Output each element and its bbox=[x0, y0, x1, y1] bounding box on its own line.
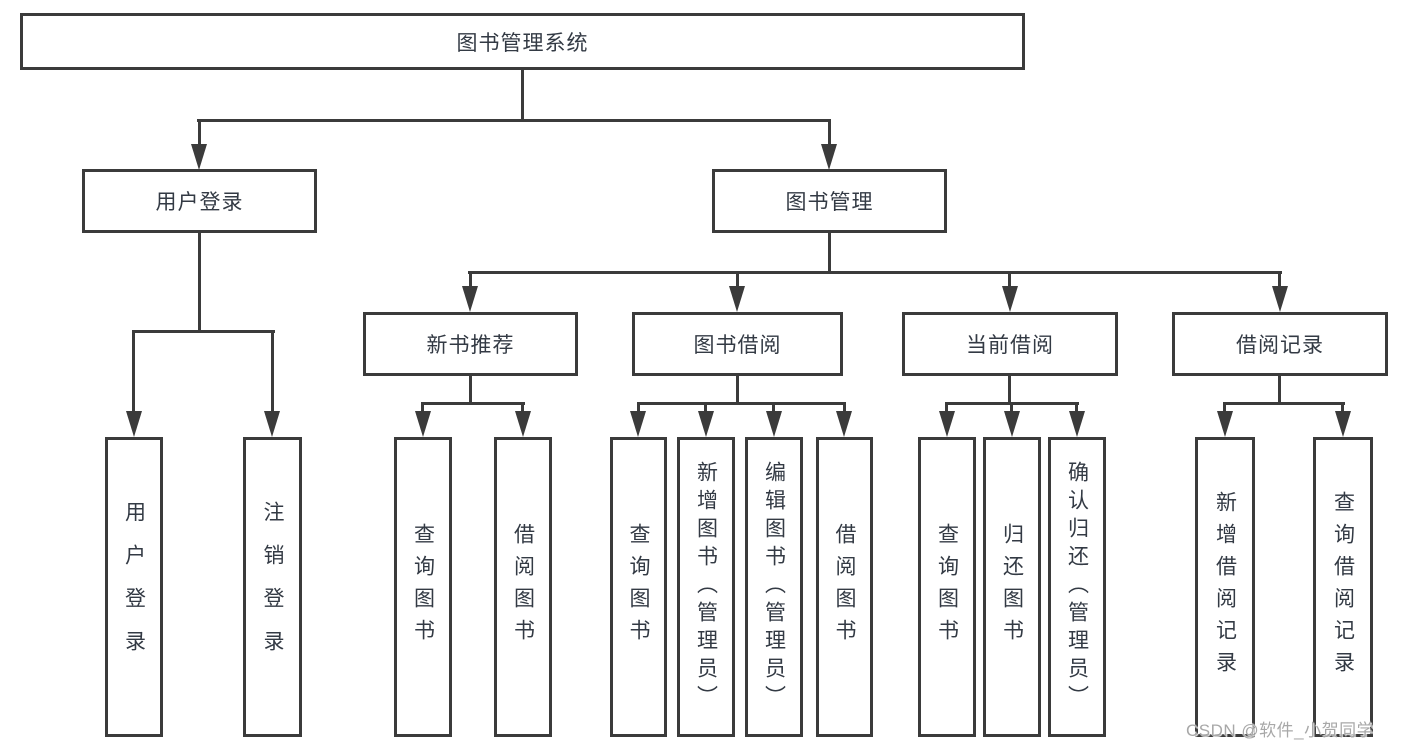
connector-root-distributor bbox=[197, 119, 831, 122]
connector-branch bbox=[521, 402, 524, 413]
connector-book-management-stub bbox=[828, 233, 831, 273]
connector-borrow-records-distributor bbox=[1224, 402, 1345, 405]
arrow-down-icon bbox=[1217, 411, 1233, 437]
connector-branch-book-borrow bbox=[736, 271, 739, 287]
connector-branch bbox=[637, 402, 640, 413]
leaf-confirm-return-admin: 确认归还（管理员） bbox=[1048, 437, 1106, 737]
connector-branch-leaf-logout bbox=[271, 330, 274, 412]
arrow-down-icon bbox=[939, 411, 955, 437]
connector-user-login-distributor bbox=[132, 330, 275, 333]
arrow-down-icon bbox=[191, 144, 207, 170]
arrow-down-icon bbox=[1272, 286, 1288, 312]
arrow-down-icon bbox=[1335, 411, 1351, 437]
connector-branch bbox=[1010, 402, 1013, 413]
connector-branch-current-borrow bbox=[1008, 271, 1011, 287]
arrow-down-icon bbox=[1004, 411, 1020, 437]
leaf-add-book-admin: 新增图书（管理员） bbox=[677, 437, 735, 737]
connector-borrow-records-stub bbox=[1278, 376, 1281, 404]
arrow-down-icon bbox=[1002, 286, 1018, 312]
connector-branch bbox=[704, 402, 707, 413]
connector-user-login-stub bbox=[198, 233, 201, 333]
connector-branch-book-management bbox=[828, 119, 831, 146]
connector-branch bbox=[1341, 402, 1344, 413]
connector-root-stub bbox=[521, 70, 524, 121]
arrow-down-icon bbox=[698, 411, 714, 437]
leaf-logout: 注销登录 bbox=[243, 437, 302, 737]
leaf-user-login: 用户登录 bbox=[105, 437, 163, 737]
arrow-down-icon bbox=[264, 411, 280, 437]
leaf-edit-book-admin: 编辑图书（管理员） bbox=[745, 437, 803, 737]
connector-branch-user-login bbox=[198, 119, 201, 146]
arrow-down-icon bbox=[1069, 411, 1085, 437]
arrow-down-icon bbox=[126, 411, 142, 437]
leaf-query-books-recommend: 查询图书 bbox=[394, 437, 452, 737]
leaf-query-books-borrow: 查询图书 bbox=[610, 437, 667, 737]
connector-branch-new-book bbox=[469, 271, 472, 287]
arrow-down-icon bbox=[729, 286, 745, 312]
node-borrow-records: 借阅记录 bbox=[1172, 312, 1388, 376]
connector-branch bbox=[1223, 402, 1226, 413]
node-new-book-recommend: 新书推荐 bbox=[363, 312, 578, 376]
node-root: 图书管理系统 bbox=[20, 13, 1025, 70]
connector-book-borrow-distributor bbox=[637, 402, 846, 405]
node-book-borrow: 图书借阅 bbox=[632, 312, 843, 376]
arrow-down-icon bbox=[821, 144, 837, 170]
arrow-down-icon bbox=[766, 411, 782, 437]
connector-branch bbox=[843, 402, 846, 413]
arrow-down-icon bbox=[836, 411, 852, 437]
connector-book-management-distributor bbox=[468, 271, 1282, 274]
connector-branch-borrow-records bbox=[1278, 271, 1281, 287]
connector-branch bbox=[945, 402, 948, 413]
node-book-management: 图书管理 bbox=[712, 169, 947, 233]
leaf-borrow-books-recommend: 借阅图书 bbox=[494, 437, 552, 737]
watermark: CSDN @软件_小贺同学 bbox=[1186, 721, 1375, 740]
arrow-down-icon bbox=[415, 411, 431, 437]
arrow-down-icon bbox=[462, 286, 478, 312]
connector-book-borrow-stub bbox=[736, 376, 739, 404]
connector-new-book-stub bbox=[469, 376, 472, 404]
connector-current-borrow-stub bbox=[1008, 376, 1011, 404]
connector-branch bbox=[1075, 402, 1078, 413]
leaf-return-book: 归还图书 bbox=[983, 437, 1041, 737]
leaf-query-books-current: 查询图书 bbox=[918, 437, 976, 737]
arrow-down-icon bbox=[515, 411, 531, 437]
arrow-down-icon bbox=[630, 411, 646, 437]
leaf-query-borrow-record: 查询借阅记录 bbox=[1313, 437, 1373, 737]
node-user-login-group: 用户登录 bbox=[82, 169, 317, 233]
connector-branch-leaf-user-login bbox=[132, 330, 135, 412]
leaf-add-borrow-record: 新增借阅记录 bbox=[1195, 437, 1255, 737]
connector-branch bbox=[421, 402, 424, 413]
connector-new-book-distributor bbox=[422, 402, 525, 405]
connector-branch bbox=[772, 402, 775, 413]
node-current-borrow: 当前借阅 bbox=[902, 312, 1118, 376]
leaf-borrow-books: 借阅图书 bbox=[816, 437, 873, 737]
